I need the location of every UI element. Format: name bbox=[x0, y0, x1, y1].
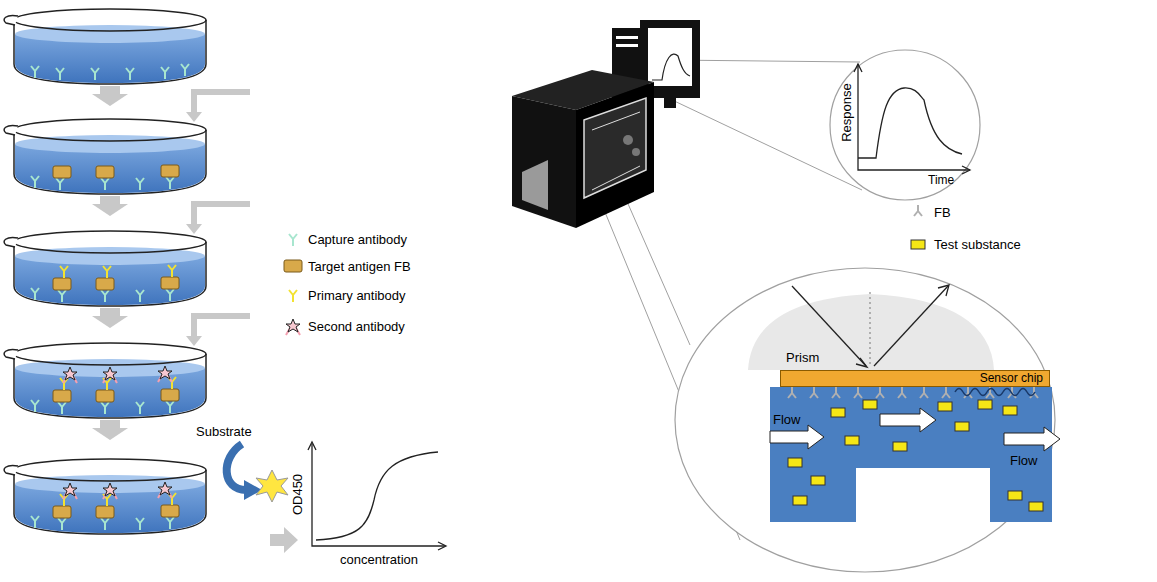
flow-label: Flow bbox=[773, 412, 800, 427]
result-arrow bbox=[270, 527, 298, 553]
fb-antibodies bbox=[788, 387, 1038, 398]
legend-text: FB bbox=[934, 205, 951, 220]
sensor-chip-bar: Sensor chip bbox=[780, 370, 1050, 387]
well-dish bbox=[4, 343, 206, 418]
legend-text: Target antigen FB bbox=[308, 259, 411, 274]
spr-instrument bbox=[512, 20, 700, 228]
well-dish bbox=[4, 119, 206, 194]
response-graph bbox=[854, 64, 970, 174]
legend-text: Capture antibody bbox=[308, 232, 407, 247]
legend-text: Second antibody bbox=[308, 319, 405, 334]
axis-label: OD450 bbox=[290, 473, 305, 514]
well-dish bbox=[4, 459, 206, 534]
flow-label: Flow bbox=[1010, 453, 1037, 468]
chip-label: Sensor chip bbox=[781, 371, 1049, 385]
legend-symbols bbox=[911, 205, 925, 249]
legend-text: Test substance bbox=[934, 237, 1021, 252]
flow-channel bbox=[770, 387, 1052, 522]
standard-curve-graph bbox=[308, 442, 446, 550]
well-dish bbox=[4, 231, 206, 306]
part-label: Prism bbox=[786, 350, 819, 365]
add-reagent-arrow bbox=[194, 92, 250, 336]
legend-symbols bbox=[284, 234, 302, 335]
axis-label: Response bbox=[838, 83, 853, 142]
axis-label: Time bbox=[928, 173, 954, 188]
well-dish bbox=[4, 9, 206, 84]
reagent-label: Substrate bbox=[196, 424, 252, 439]
prism-dome bbox=[748, 294, 994, 370]
test-substances bbox=[788, 400, 1043, 511]
axis-label: concentration bbox=[340, 552, 418, 567]
evanescent-wave bbox=[955, 389, 1035, 396]
substrate-arrow bbox=[227, 444, 288, 502]
zoom-ellipse bbox=[675, 268, 1055, 572]
legend-text: Primary antibody bbox=[308, 288, 406, 303]
zoom-circle bbox=[830, 50, 980, 200]
